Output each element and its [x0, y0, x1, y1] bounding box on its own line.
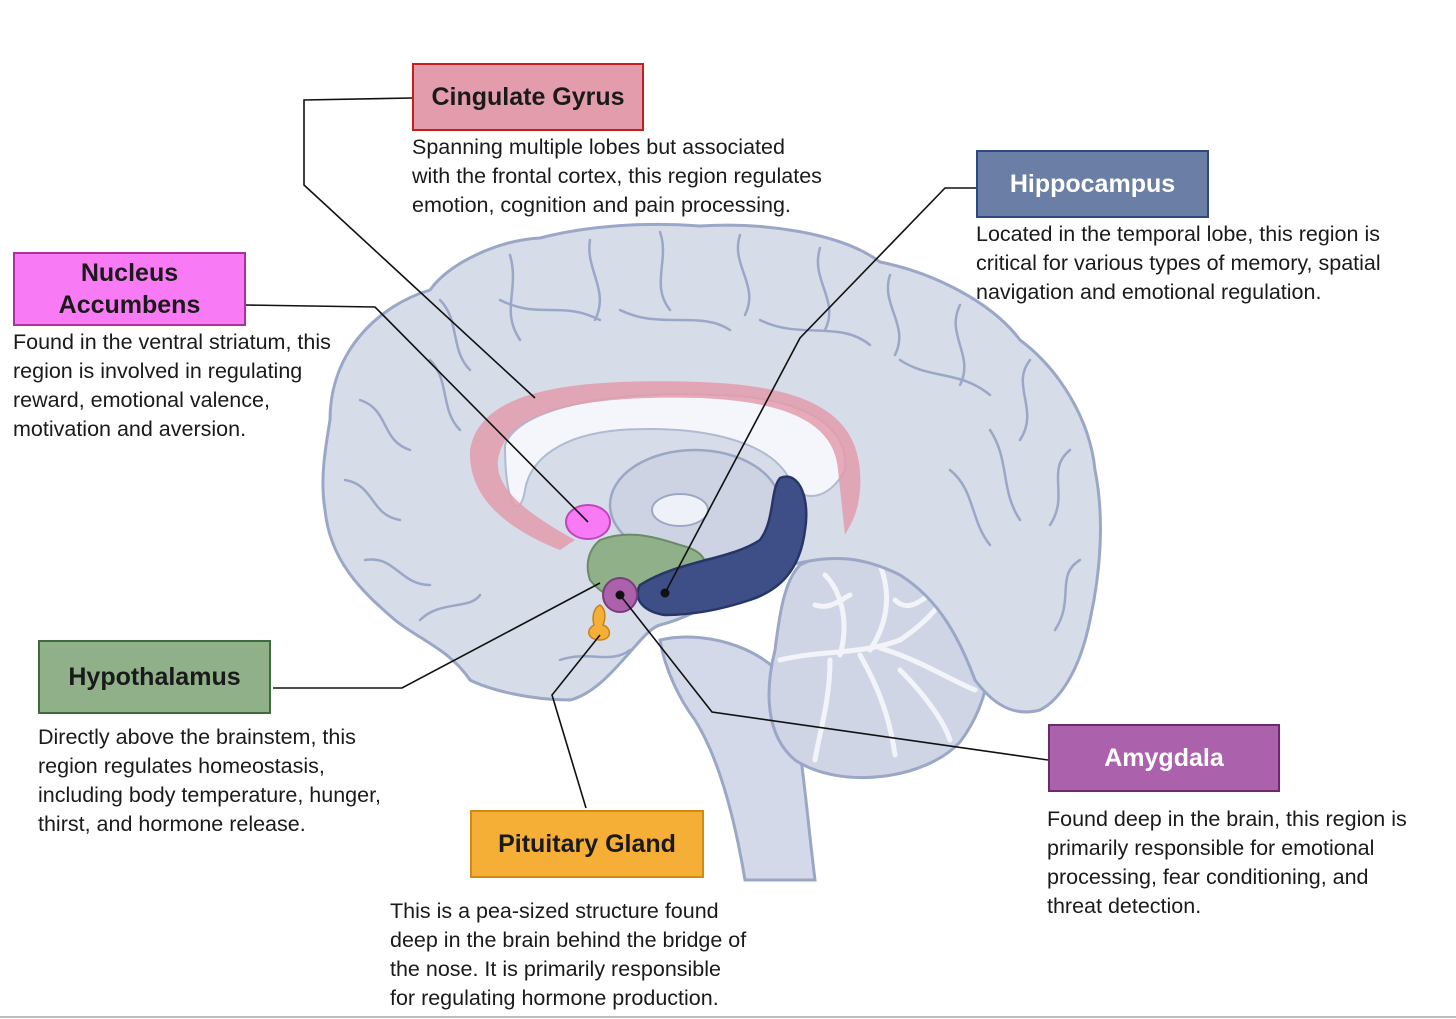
hippocampus-label: Hippocampus	[976, 150, 1209, 218]
nucleus-accumbens-title-line1: Nucleus	[80, 258, 179, 287]
pituitary-gland-title: Pituitary Gland	[498, 829, 676, 858]
nucleus-accumbens-title-line2: Accumbens	[58, 291, 201, 319]
cortex-folds	[343, 230, 1082, 662]
pituitary-gland-description: This is a pea-sized structure found deep…	[390, 899, 747, 1010]
leader-pituitary	[551, 634, 601, 809]
thalamus-center	[651, 493, 709, 527]
hippocampus-region	[636, 475, 808, 617]
hippocampus-description: Located in the temporal lobe, this regio…	[976, 222, 1381, 304]
cingulate-gyrus-title: Cingulate Gyrus	[431, 82, 625, 111]
bottom-divider	[0, 1016, 1456, 1018]
hypothalamus-description: Directly above the brainstem, this regio…	[38, 725, 382, 836]
amygdala-description: Found deep in the brain, this region is …	[1047, 807, 1407, 918]
leader-cingulate	[303, 97, 536, 399]
pituitary-gland-label: Pituitary Gland	[470, 810, 704, 878]
leader-nucleus	[245, 304, 589, 523]
hypothalamus-title: Hypothalamus	[68, 662, 241, 691]
nucleus-accumbens-description: Found in the ventral striatum, this regi…	[13, 330, 331, 441]
amygdala-label: Amygdala	[1048, 724, 1280, 792]
leader-lines	[245, 97, 1049, 809]
nucleus-accumbens-label: Nucleus Accumbens	[13, 252, 246, 326]
pituitary-region	[588, 604, 611, 641]
cerebellum-arbor	[777, 562, 978, 763]
leader-hypothalamus	[273, 582, 601, 689]
leader-amygdala	[619, 594, 1049, 761]
amygdala-title: Amygdala	[1104, 743, 1224, 772]
leader-hippocampus	[664, 187, 976, 594]
leader-dots	[615, 588, 670, 600]
hypothalamus-label: Hypothalamus	[38, 640, 271, 714]
cingulate-gyrus-label: Cingulate Gyrus	[412, 63, 644, 131]
cingulate-gyrus-description: Spanning multiple lobes but associated w…	[412, 135, 822, 217]
hippocampus-title: Hippocampus	[1009, 169, 1176, 198]
